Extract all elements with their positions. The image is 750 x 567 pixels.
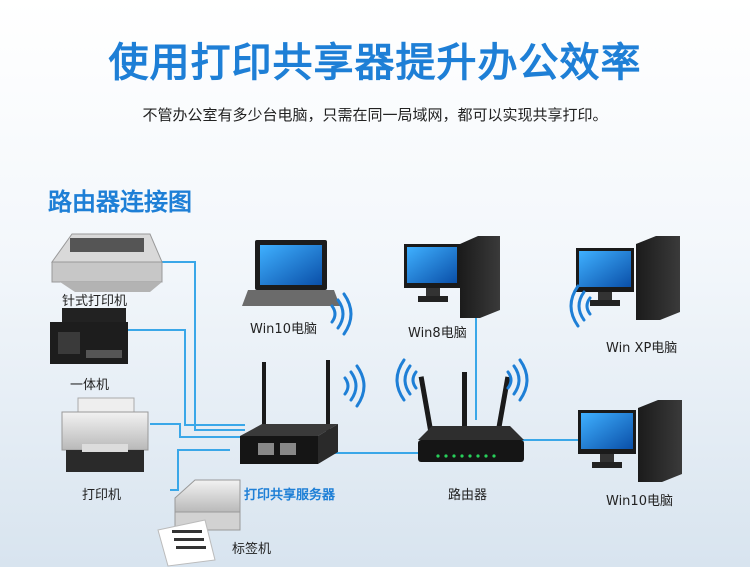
dot-matrix-printer-label: 针式打印机: [62, 290, 127, 309]
mfp-label: 一体机: [70, 374, 109, 393]
desktop-pc-icon: [578, 400, 682, 482]
desktop-pc-icon: [576, 236, 680, 320]
router-label: 路由器: [448, 484, 487, 503]
dot-matrix-printer-icon: [52, 234, 162, 292]
laptop-icon: [242, 240, 340, 306]
wifi-icon: [508, 360, 527, 400]
printer-label: 打印机: [82, 484, 121, 503]
laptop-label: Win10电脑: [250, 318, 317, 337]
wifi-icon: [397, 360, 416, 400]
label-printer-label: 标签机: [232, 538, 271, 557]
win8-pc-label: Win8电脑: [408, 322, 467, 341]
print-server-icon: [240, 360, 338, 464]
label-printer-icon: [158, 480, 240, 566]
win10-pc-label: Win10电脑: [606, 490, 673, 509]
mfp-icon: [50, 308, 128, 364]
printer-icon: [62, 398, 148, 472]
wifi-icon: [345, 366, 364, 406]
desktop-pc-icon: [404, 236, 500, 318]
winxp-pc-label: Win XP电脑: [606, 337, 677, 356]
print-server-label: 打印共享服务器: [244, 484, 335, 503]
